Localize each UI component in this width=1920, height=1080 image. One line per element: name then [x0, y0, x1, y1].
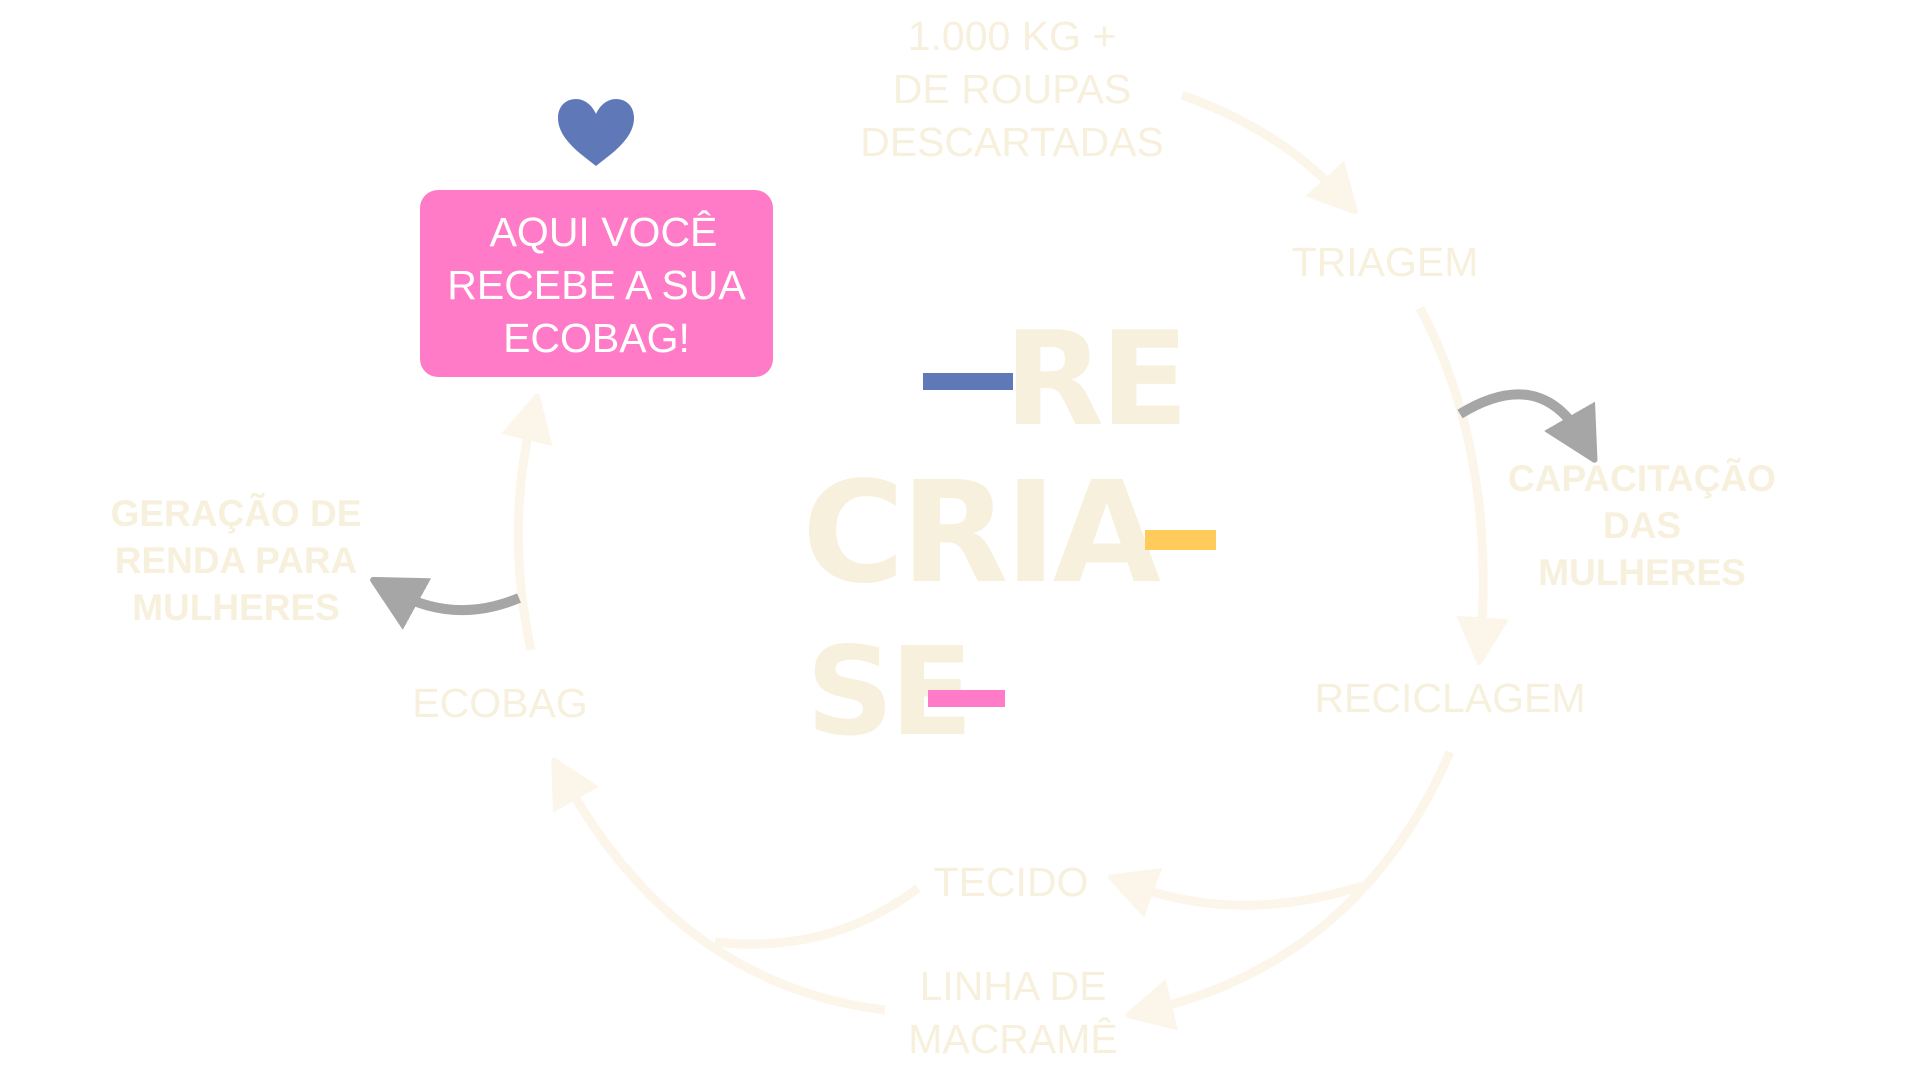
node-renda-line-2: RENDA PARA [114, 540, 358, 581]
node-start: 1.000 KG + DE ROUPAS DESCARTADAS [852, 10, 1172, 169]
arrow-tecido-junction [714, 884, 921, 949]
arrow-triagem-to-reciclagem [1416, 305, 1483, 640]
logo-word-re: RE [1004, 303, 1189, 455]
logo-accent-bar-blue [923, 373, 1013, 390]
heart-icon [558, 99, 634, 166]
node-linha-line-2: MACRAMÊ [908, 1016, 1118, 1062]
arrow-linha-to-ecobag [565, 780, 886, 1015]
node-ecobag: ECOBAG [400, 677, 600, 730]
node-capacitacao: CAPACITAÇÃO DAS MULHERES [1492, 455, 1792, 596]
node-reciclagem: RECICLAGEM [1300, 672, 1600, 725]
callout-line-2: RECEBE A SUA [447, 262, 746, 308]
node-capacitacao-line-1: CAPACITAÇÃO [1508, 458, 1776, 499]
arrow-reciclagem-to-tecido [1132, 885, 1364, 905]
node-capacitacao-line-2: DAS [1602, 505, 1682, 546]
node-renda-line-3: MULHERES [132, 587, 340, 628]
callout-line-1: AQUI VOCÊ [489, 209, 718, 255]
logo-accent-bar-yellow [1145, 530, 1216, 550]
ecobag-callout-box: AQUI VOCÊ RECEBE A SUA ECOBAG! [420, 190, 773, 377]
arrow-ecobag-to-renda [395, 592, 521, 610]
logo-word-cria: CRIA [802, 452, 1161, 615]
node-triagem: TRIAGEM [1260, 236, 1510, 289]
arrow-triagem-to-capacitacao [1457, 389, 1582, 438]
logo-accent-bar-pink [928, 690, 1005, 707]
node-linha-macrame: LINHA DE MACRAMÊ [863, 960, 1163, 1066]
node-triagem-label: TRIAGEM [1291, 239, 1479, 285]
arrow-reciclagem-to-linha [1150, 750, 1455, 1010]
node-reciclagem-label: RECICLAGEM [1314, 675, 1586, 721]
node-renda-line-1: GERAÇÃO DE [110, 493, 362, 534]
node-tecido: TECIDO [911, 856, 1111, 909]
arrow-ecobag-to-callout [518, 418, 532, 651]
node-start-line-1: 1.000 KG + [907, 13, 1117, 59]
node-start-line-2: DE ROUPAS [892, 66, 1132, 112]
node-capacitacao-line-3: MULHERES [1538, 552, 1746, 593]
arrow-start-to-triagem [1180, 90, 1340, 195]
node-renda: GERAÇÃO DE RENDA PARA MULHERES [96, 490, 376, 631]
node-ecobag-label: ECOBAG [412, 680, 588, 726]
node-start-line-3: DESCARTADAS [860, 119, 1164, 165]
node-tecido-label: TECIDO [933, 859, 1089, 905]
node-linha-line-1: LINHA DE [919, 963, 1107, 1009]
callout-line-3: ECOBAG! [503, 315, 690, 361]
